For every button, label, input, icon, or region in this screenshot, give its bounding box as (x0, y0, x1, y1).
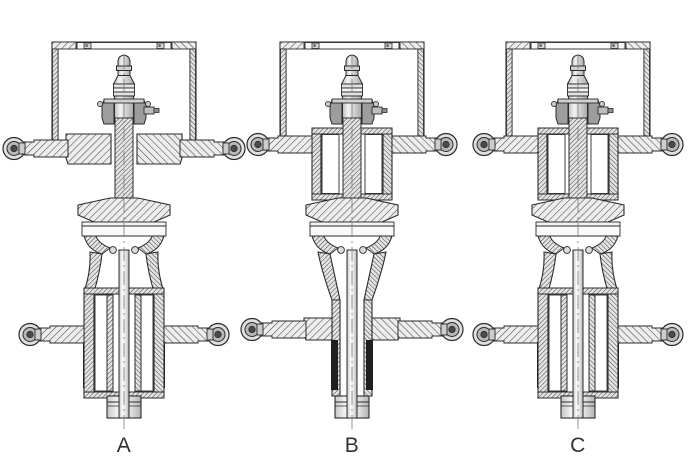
taper-body-right (363, 251, 387, 301)
taper-body-left (83, 251, 103, 293)
panel-b[interactable]: B (240, 41, 464, 457)
panel-label-a: A (117, 434, 132, 457)
lower-mount-eyelet-right (617, 322, 684, 347)
taper-body-right (145, 251, 165, 293)
lower-seal-block-right (366, 340, 373, 390)
lower-mount-eyelet-left (240, 317, 307, 342)
panel-c[interactable]: C (472, 41, 684, 457)
taper-body-left (537, 251, 557, 293)
upper-mount-eyelet-left (472, 132, 539, 157)
lower-mount-plate-left (303, 317, 333, 341)
taper-body-right (599, 251, 619, 293)
lower-mount-eyelet-right (397, 317, 464, 342)
lower-mount-eyelet-left (472, 322, 539, 347)
lower-seal-block-left (331, 340, 338, 390)
lower-mount-eyelet-right (163, 322, 230, 347)
upper-mount-eyelet-left (2, 136, 69, 161)
lower-mount-eyelet-left (18, 322, 85, 347)
upper-mount-eyelet-right (391, 132, 458, 157)
upper-mount-eyelet-right (617, 132, 684, 157)
upper-mount-eyelet-right (179, 136, 246, 161)
panel-label-c: C (570, 434, 586, 457)
panel-a[interactable]: A (2, 41, 246, 457)
upper-mount-eyelet-left (246, 132, 313, 157)
panel-label-b: B (345, 434, 360, 457)
taper-body-left (317, 251, 341, 301)
lower-mount-plate-right (371, 317, 401, 341)
